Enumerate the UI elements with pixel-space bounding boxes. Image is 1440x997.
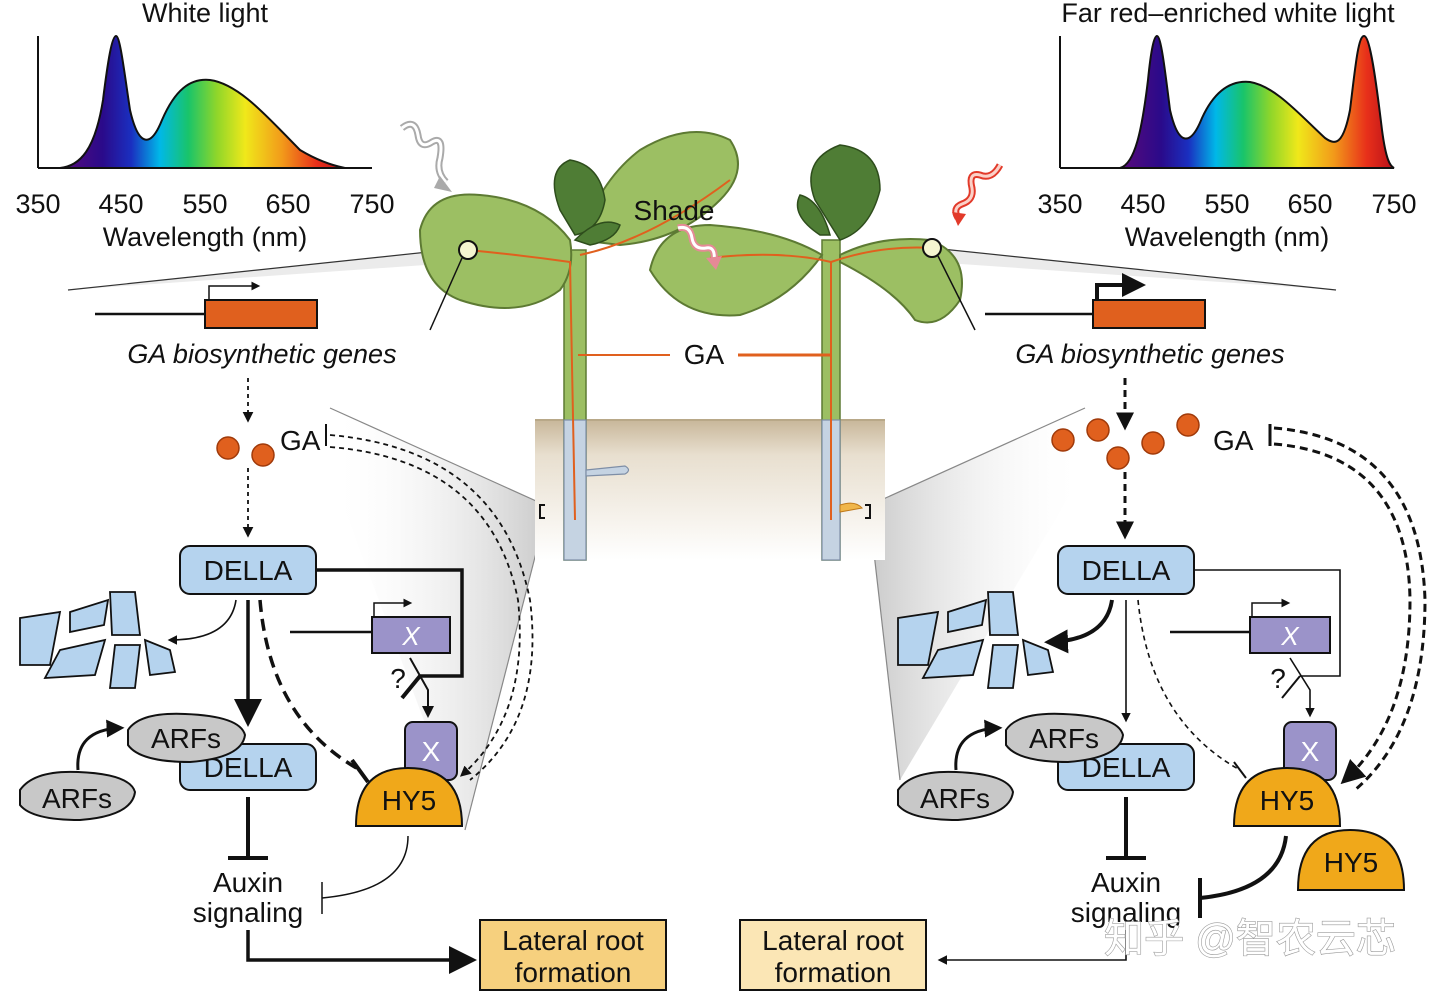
question-mark-left: ? bbox=[390, 663, 406, 694]
tick-right-550: 550 bbox=[1204, 189, 1249, 219]
spectrum-right-title: Far red–enriched white light bbox=[1061, 0, 1395, 28]
arfs-1-left-label: ARFs bbox=[151, 723, 221, 754]
tick-left-450: 450 bbox=[98, 189, 143, 219]
ga-dot bbox=[1051, 428, 1075, 452]
ga-dot bbox=[1141, 431, 1165, 455]
ga-label-right: GA bbox=[1213, 425, 1254, 456]
della-top-left-label: DELLA bbox=[204, 555, 293, 586]
ga-dot bbox=[1106, 446, 1130, 470]
ga-dot bbox=[1086, 418, 1110, 442]
output-right-line2: formation bbox=[775, 957, 892, 988]
x-protein-label-left: X bbox=[422, 736, 441, 767]
tick-left-650: 650 bbox=[265, 189, 310, 219]
x-gene-label-right: X bbox=[1280, 621, 1300, 651]
hy5-left bbox=[354, 766, 464, 827]
arfs-1-right-label: ARFs bbox=[1029, 723, 1099, 754]
arfs-2-right-label: ARFs bbox=[920, 783, 990, 814]
spectrum-left-curve bbox=[59, 34, 346, 169]
ga-dot bbox=[251, 443, 275, 467]
hy5-extra-right-label: HY5 bbox=[1324, 847, 1378, 878]
ga-dot bbox=[216, 436, 240, 460]
seedling-right bbox=[648, 144, 976, 561]
hy5-left-label: HY5 bbox=[382, 785, 436, 816]
shade-label: Shade bbox=[634, 195, 715, 226]
output-box-left bbox=[479, 919, 667, 991]
hy5-right-label: HY5 bbox=[1260, 785, 1314, 816]
arfs-2-left-label: ARFs bbox=[42, 783, 112, 814]
seedling-left bbox=[418, 131, 739, 561]
ga-dot bbox=[1176, 413, 1200, 437]
tick-left-750: 750 bbox=[349, 189, 394, 219]
arfs-1-left bbox=[127, 712, 247, 764]
hy5-extra-right bbox=[1296, 828, 1406, 891]
auxin-label-right-1: Auxin bbox=[1091, 867, 1161, 898]
ga-label-left: GA bbox=[280, 425, 321, 456]
spectrum-left-xlabel: Wavelength (nm) bbox=[103, 222, 308, 252]
tick-left-550: 550 bbox=[182, 189, 227, 219]
spectrum-left: White light 350 450 550 650 750 Waveleng… bbox=[15, 0, 394, 252]
spectrum-right-curve bbox=[1119, 34, 1395, 169]
tick-right-450: 450 bbox=[1120, 189, 1165, 219]
auxin-label-right-2: signaling bbox=[1071, 897, 1182, 928]
leaf-spot-left bbox=[458, 240, 478, 260]
x-gene-label-left: X bbox=[401, 621, 421, 651]
spectrum-left-title: White light bbox=[142, 0, 269, 28]
watermark: 知乎 @智农云芯 bbox=[1104, 917, 1396, 961]
arfs-1-right bbox=[1005, 712, 1125, 764]
gene-box-left bbox=[204, 299, 318, 329]
output-left-line1: Lateral root bbox=[502, 925, 644, 956]
question-mark-right: ? bbox=[1270, 663, 1286, 694]
della-degraded-fragments-left bbox=[19, 591, 177, 689]
center-ga-label: GA bbox=[684, 339, 725, 370]
auxin-label-left-1: Auxin bbox=[213, 867, 283, 898]
arfs-2-left bbox=[19, 770, 137, 822]
tick-right-650: 650 bbox=[1287, 189, 1332, 219]
gene-box-right bbox=[1092, 299, 1206, 329]
leaf-spot-right bbox=[922, 238, 942, 258]
hy5-right bbox=[1232, 766, 1342, 827]
della-degraded-fragments-right bbox=[897, 591, 1055, 689]
output-right-line1: Lateral root bbox=[762, 925, 904, 956]
left-panel: GA biosynthetic genes GA DELLA X ? bbox=[19, 281, 667, 991]
arfs-2-right bbox=[897, 770, 1015, 822]
tick-right-350: 350 bbox=[1037, 189, 1082, 219]
x-protein-label-right: X bbox=[1301, 736, 1320, 767]
x-gene-box-right bbox=[1249, 616, 1331, 654]
gene-label-right: GA biosynthetic genes bbox=[1015, 339, 1284, 369]
tick-right-750: 750 bbox=[1371, 189, 1416, 219]
output-box-right bbox=[739, 919, 927, 991]
spectrum-right: Far red–enriched white light 350 450 550… bbox=[1037, 0, 1416, 252]
tick-left-350: 350 bbox=[15, 189, 60, 219]
spectrum-right-xlabel: Wavelength (nm) bbox=[1125, 222, 1330, 252]
auxin-label-left-2: signaling bbox=[193, 897, 304, 928]
zoom-cone-right-bottom bbox=[870, 408, 1085, 780]
della-top-right-label: DELLA bbox=[1082, 555, 1171, 586]
output-left-line2: formation bbox=[515, 957, 632, 988]
x-gene-box-left bbox=[371, 616, 451, 654]
gene-label-left: GA biosynthetic genes bbox=[127, 339, 396, 369]
right-panel: GA biosynthetic genes GA DELLA X bbox=[739, 273, 1427, 991]
